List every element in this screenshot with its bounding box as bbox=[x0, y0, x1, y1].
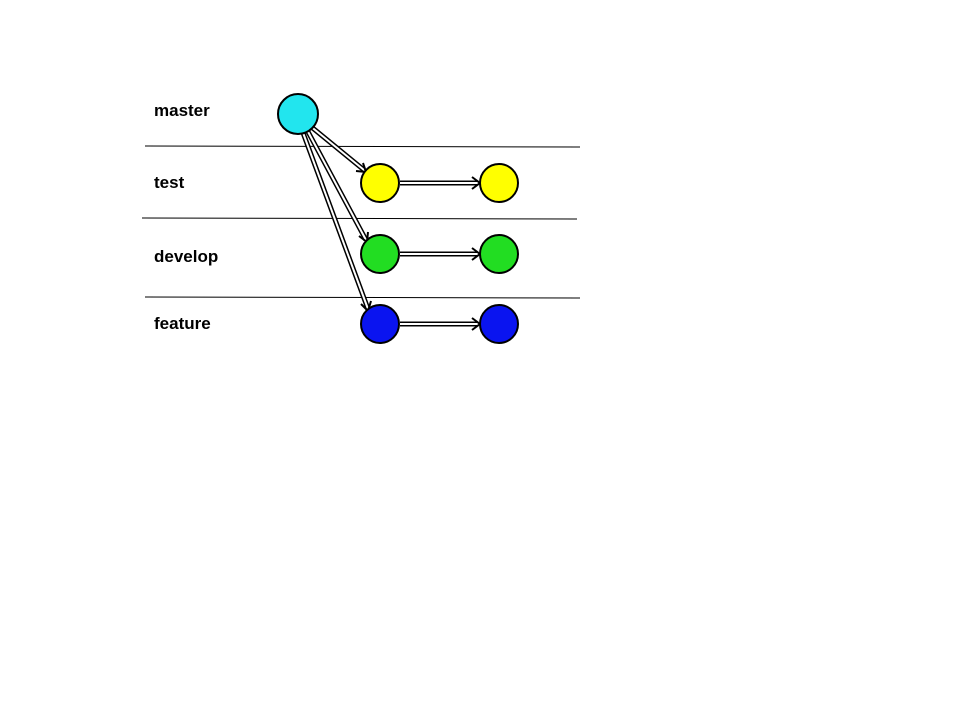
lane-label-master: master bbox=[154, 101, 210, 120]
lane-label-feature: feature bbox=[154, 314, 211, 333]
commit-node-develop-1 bbox=[360, 234, 400, 274]
lane-label-develop: develop bbox=[154, 247, 219, 266]
lane-label-test: test bbox=[154, 173, 185, 192]
commit-node-test-2 bbox=[479, 163, 519, 203]
edge-test bbox=[400, 176, 482, 190]
edge-master-feature bbox=[299, 129, 372, 313]
lane-divider bbox=[141, 217, 578, 220]
lane-divider bbox=[144, 145, 581, 148]
edge-develop bbox=[400, 247, 482, 261]
edge-feature bbox=[400, 317, 482, 331]
commit-node-feature-1 bbox=[360, 304, 400, 344]
commit-node-master-1 bbox=[277, 93, 319, 135]
commit-node-develop-2 bbox=[479, 234, 519, 274]
commit-node-test-1 bbox=[360, 163, 400, 203]
edges-layer bbox=[299, 123, 482, 331]
commit-node-feature-2 bbox=[479, 304, 519, 344]
